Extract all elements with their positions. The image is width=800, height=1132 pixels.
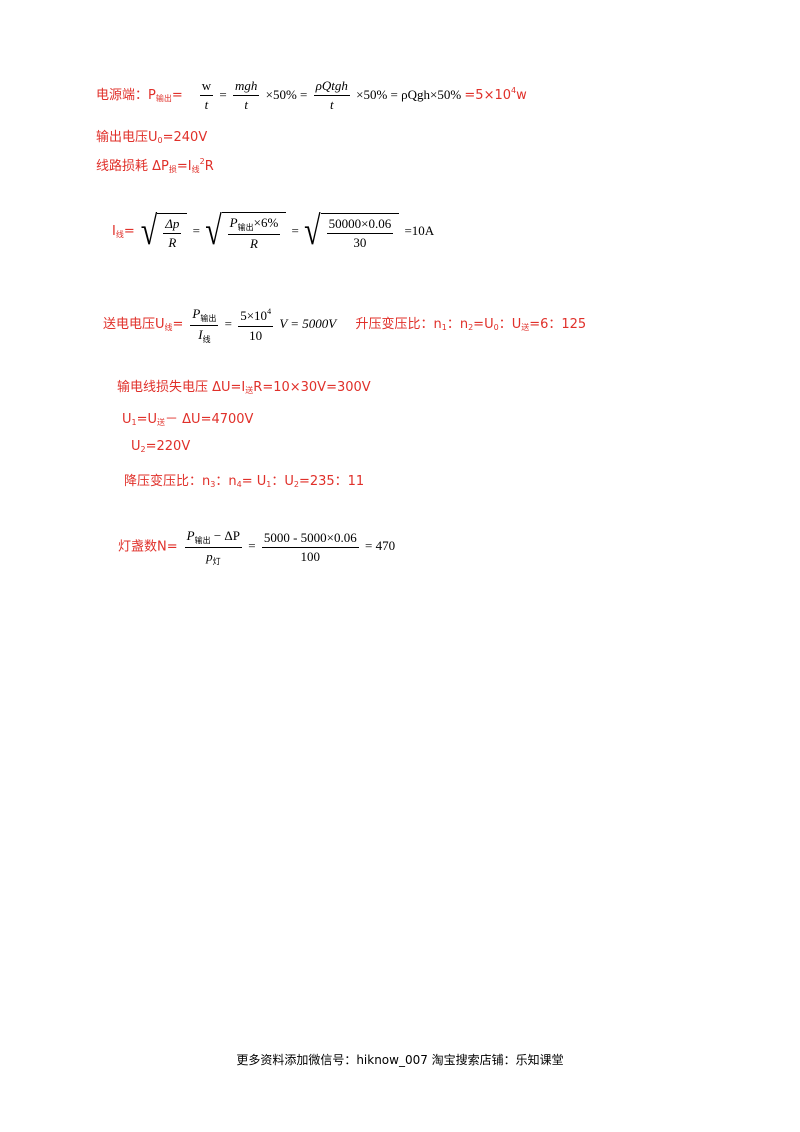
output-voltage-line: 输出电压U0=240V <box>96 130 208 145</box>
u1-line: U1=U送－ ΔU=4700V <box>122 412 254 427</box>
sqrt-poutput-over-r: √P输出×6%R <box>205 211 287 252</box>
lamp-count-label: 灯盏数N= <box>118 539 178 555</box>
power-result: =5×104w <box>464 85 527 103</box>
current-label: I线= <box>112 224 135 240</box>
loss-voltage-line: 输电线损失电压 ΔU=I送R=10×30V=300V <box>117 380 371 395</box>
line-loss-line: 线路损耗 ΔP损=I线2R <box>96 157 214 174</box>
power-label: 电源端：P输出= <box>96 87 183 103</box>
step-up-ratio: 升压变压比：n1：n2=U0：U送=6：125 <box>355 317 587 333</box>
u2-line: U2=220V <box>131 439 191 454</box>
send-voltage-label: 送电电压U线= <box>103 317 184 333</box>
footer-note: 更多资料添加微信号：hiknow_007 淘宝搜索店铺：乐知课堂 <box>236 1053 564 1067</box>
step-down-ratio-line: 降压变压比：n3：n4= U1：U2=235：11 <box>124 474 365 489</box>
